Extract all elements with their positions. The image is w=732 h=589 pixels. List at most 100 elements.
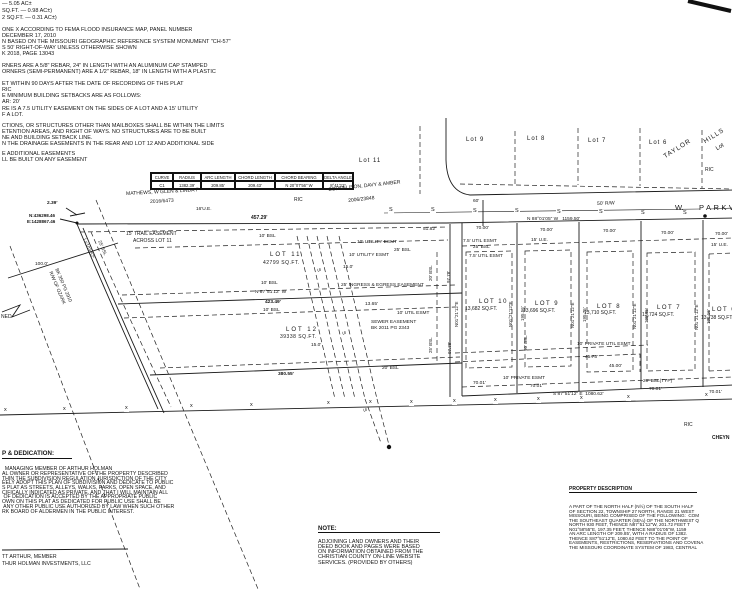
- curve-table-header-6: DELTA ANGLE: [323, 173, 353, 181]
- sewer-easement-line2: BK 2011 PG 2343: [371, 326, 410, 331]
- fence-x-11: x: [536, 396, 541, 403]
- easement-setback-lines: [9, 126, 732, 589]
- notes_top_left-line-6: N BASED ON THE MISSOURI GEOGRAPHIC REFER…: [2, 39, 231, 45]
- dim-45-73: 45.73': [585, 355, 598, 360]
- lot12-label: LOT 12: [286, 327, 318, 333]
- property_description-line-9: EASEMENTS, RESTRICTIONS, RESERVATIONS AN…: [569, 540, 704, 545]
- dedication-line-12: THUR HOLMAN INVESTMENTS, LLC: [2, 561, 91, 567]
- notes_top_left-line-9: RNERS ARE A 5/8" REBAR, 24" IN LENGTH WI…: [2, 63, 208, 69]
- curve-table-header-2: RADIUS: [173, 173, 201, 181]
- sewer-s-8: S: [682, 210, 688, 217]
- sewer-s-1: S: [388, 207, 394, 214]
- curve-table-cell-3: 209.85': [201, 181, 235, 189]
- dim-15-0-b: 15.0': [311, 343, 322, 348]
- bsl-10-lot11-south: 10' BSL: [261, 281, 278, 286]
- fence-x-1: x: [3, 407, 8, 414]
- corner-coord-e: E:1428867.46: [27, 219, 56, 224]
- dim-15-0-a: 15.0': [343, 265, 354, 270]
- dim-60: 60': [473, 199, 480, 204]
- corner-coord-n: N:436298.46: [29, 213, 56, 218]
- lot10-area: 13,682 SQ.FT.: [465, 306, 498, 312]
- fence-x-2: x: [62, 406, 67, 413]
- trail-easement-line1: 15' TRAIL EASEMENT: [126, 231, 177, 237]
- taylor-lot6-label: Lot 6: [649, 140, 668, 146]
- note_box-line-5: SERVICES. (PROVIDED BY OTHERS): [318, 560, 413, 566]
- boundary-lines: [0, 118, 732, 551]
- bsl-25-lots: 25' BSL: [473, 245, 490, 250]
- bsl-10-vertical: 10' BSL: [523, 335, 528, 351]
- adjoiner-cheyenne: CHEYN: [712, 435, 730, 441]
- bsl-20-lot12: 20' BSL: [382, 366, 399, 371]
- street-name-w: W.: [675, 203, 684, 212]
- sewer-s-4: S: [514, 208, 520, 215]
- sewer-s-6: S: [598, 209, 604, 216]
- property_description-line-7: AN ARC LENGTH OF 209.85', WITH A RADIUS …: [569, 531, 688, 536]
- dedication-line-7: OF DEDICATION IS ACCEPTED BY THE APPROPR…: [2, 494, 158, 500]
- dim-70-01-2: 70.01': [530, 384, 543, 389]
- lot9-label: LOT 9: [535, 301, 560, 307]
- lot10-label: LOT 10: [479, 299, 508, 305]
- sewer-s-7: S: [640, 210, 646, 217]
- note_box-line-3: ON INFORMATION OBTAINED FROM THE: [318, 549, 424, 555]
- dim-13-65: 13.65': [365, 302, 378, 307]
- dim-51-82: 51.82': [423, 227, 436, 232]
- taylor-lot8-label: Lot 8: [527, 136, 546, 142]
- sewer-s-5: S: [556, 209, 562, 216]
- fence-x-3: x: [124, 405, 129, 412]
- taylor-lot7-label: Lot 7: [588, 138, 607, 144]
- notes_top_left-line-17: CTIONS, OR STRUCTURES OTHER THAN MAILBOX…: [2, 123, 225, 129]
- bearing-lot-line-4: N01°21'12"E: [694, 304, 699, 330]
- curve-table-cell-2: 1382.39': [173, 181, 201, 189]
- util-esmt-75-1: 7.5' UTIL ESMT: [463, 239, 497, 244]
- notes_top_left-line-1: — 5.05 AC±: [2, 1, 32, 7]
- lot11-label: LOT 11: [270, 252, 302, 258]
- dim-195-56: 195.56': [520, 306, 525, 321]
- dim-70-01-1: 70.01': [473, 381, 486, 386]
- edge-text-ned: NED: [1, 314, 12, 320]
- notes_top_left-line-18: ETENTION AREAS, AND RIGHT OF WAYS. NO ST…: [2, 129, 207, 135]
- fence-x-6: x: [326, 400, 331, 407]
- dedication-line-3: THIN THE SUBDIVISION REGULATION JURISDIC…: [2, 476, 167, 482]
- adjoiner-lot11-label: Lot 11: [359, 158, 382, 164]
- curve-table-cell-5: N 20°07'56" W: [275, 181, 323, 189]
- bsl-10-lot11-north: 10' BSL: [259, 234, 276, 239]
- curve-table-cell-6: 8°41'22": [323, 181, 353, 189]
- dim-70-00-1: 70.00': [476, 226, 489, 231]
- ue-15-1: 15' U.E.: [531, 238, 548, 243]
- notes_top_left-line-11: ET WITHIN 90 DAYS AFTER THE DATE OF RECO…: [2, 81, 184, 87]
- dedication-line-1: MANAGING MEMBER OF ARTHUR HOLMAN: [2, 466, 113, 472]
- private-esmt: 10' PRIVATE ESMT: [503, 376, 546, 381]
- notes_top_left-line-7: S 50' RIGHT-OF-WAY UNLESS OTHERWISE SHOW…: [2, 45, 137, 51]
- util-esmt-10-3: 10' UTIL ESMT: [397, 311, 430, 316]
- dim-2-39: 2.39': [47, 201, 58, 206]
- dim-97-78-a: 97.78': [446, 270, 451, 283]
- dedication-line-4: EELY ADOPT THIS PLAN OF SUBDIVISION AND …: [2, 480, 174, 486]
- notes_top_left-line-5: DECEMBER 17, 2010: [2, 33, 57, 39]
- monument-points: [75, 214, 707, 450]
- zoning-ric-1: RIC: [705, 167, 714, 173]
- notes_top_left-line-14: AR: 20': [2, 99, 20, 105]
- notes_top_left-line-15: RE IS A 7.5 UTILITY EASEMENT ON THE SIDE…: [2, 106, 198, 112]
- lot12-area: 39338 SQ.FT.: [280, 334, 317, 340]
- street-name-parkview: PARKV: [699, 203, 732, 212]
- curve-table-header-4: CHORD LENGTH: [235, 173, 275, 181]
- bearing-lot11-south: N 87°51'12" W: [255, 290, 287, 295]
- note_box-line-4: CHRISTIAN COUNTY ON-LINE WEBSITE: [318, 554, 421, 560]
- notes_top_left-line-10: ORNERS (SEMI-PERMANENT) ARE A 1/2" REBAR…: [2, 69, 216, 75]
- notes_top_left-line-4: ONE X ACCORDING TO FEMA FLOOD INSURANCE …: [2, 27, 193, 33]
- dim-70-00-2: 70.00': [540, 228, 553, 233]
- property_description-line-5: NORTH 930 FEET, THENCE N87°51'12"W, 201.…: [569, 522, 690, 527]
- ue-15-2: 15' U.E.: [711, 243, 728, 248]
- curve-table-header-3: ARC LENGTH: [201, 173, 235, 181]
- bearing-south-line: S 87°51'12" E 1080.62': [553, 392, 604, 397]
- notes_top_left-line-19: NE AND BUILDING SETBACK LINE.: [2, 135, 93, 141]
- fence-x-14: x: [704, 392, 709, 399]
- notes_top_left-line-12: RIC: [2, 87, 12, 93]
- lot8-label: LOT 8: [597, 304, 622, 310]
- notes_top_left-line-21: E ADDITIONAL EASEMENTS: [2, 151, 76, 157]
- bsl-25-vertical: 25' BSL: [428, 337, 433, 353]
- lot8-area: 13,710 SQ.FT.: [584, 310, 617, 316]
